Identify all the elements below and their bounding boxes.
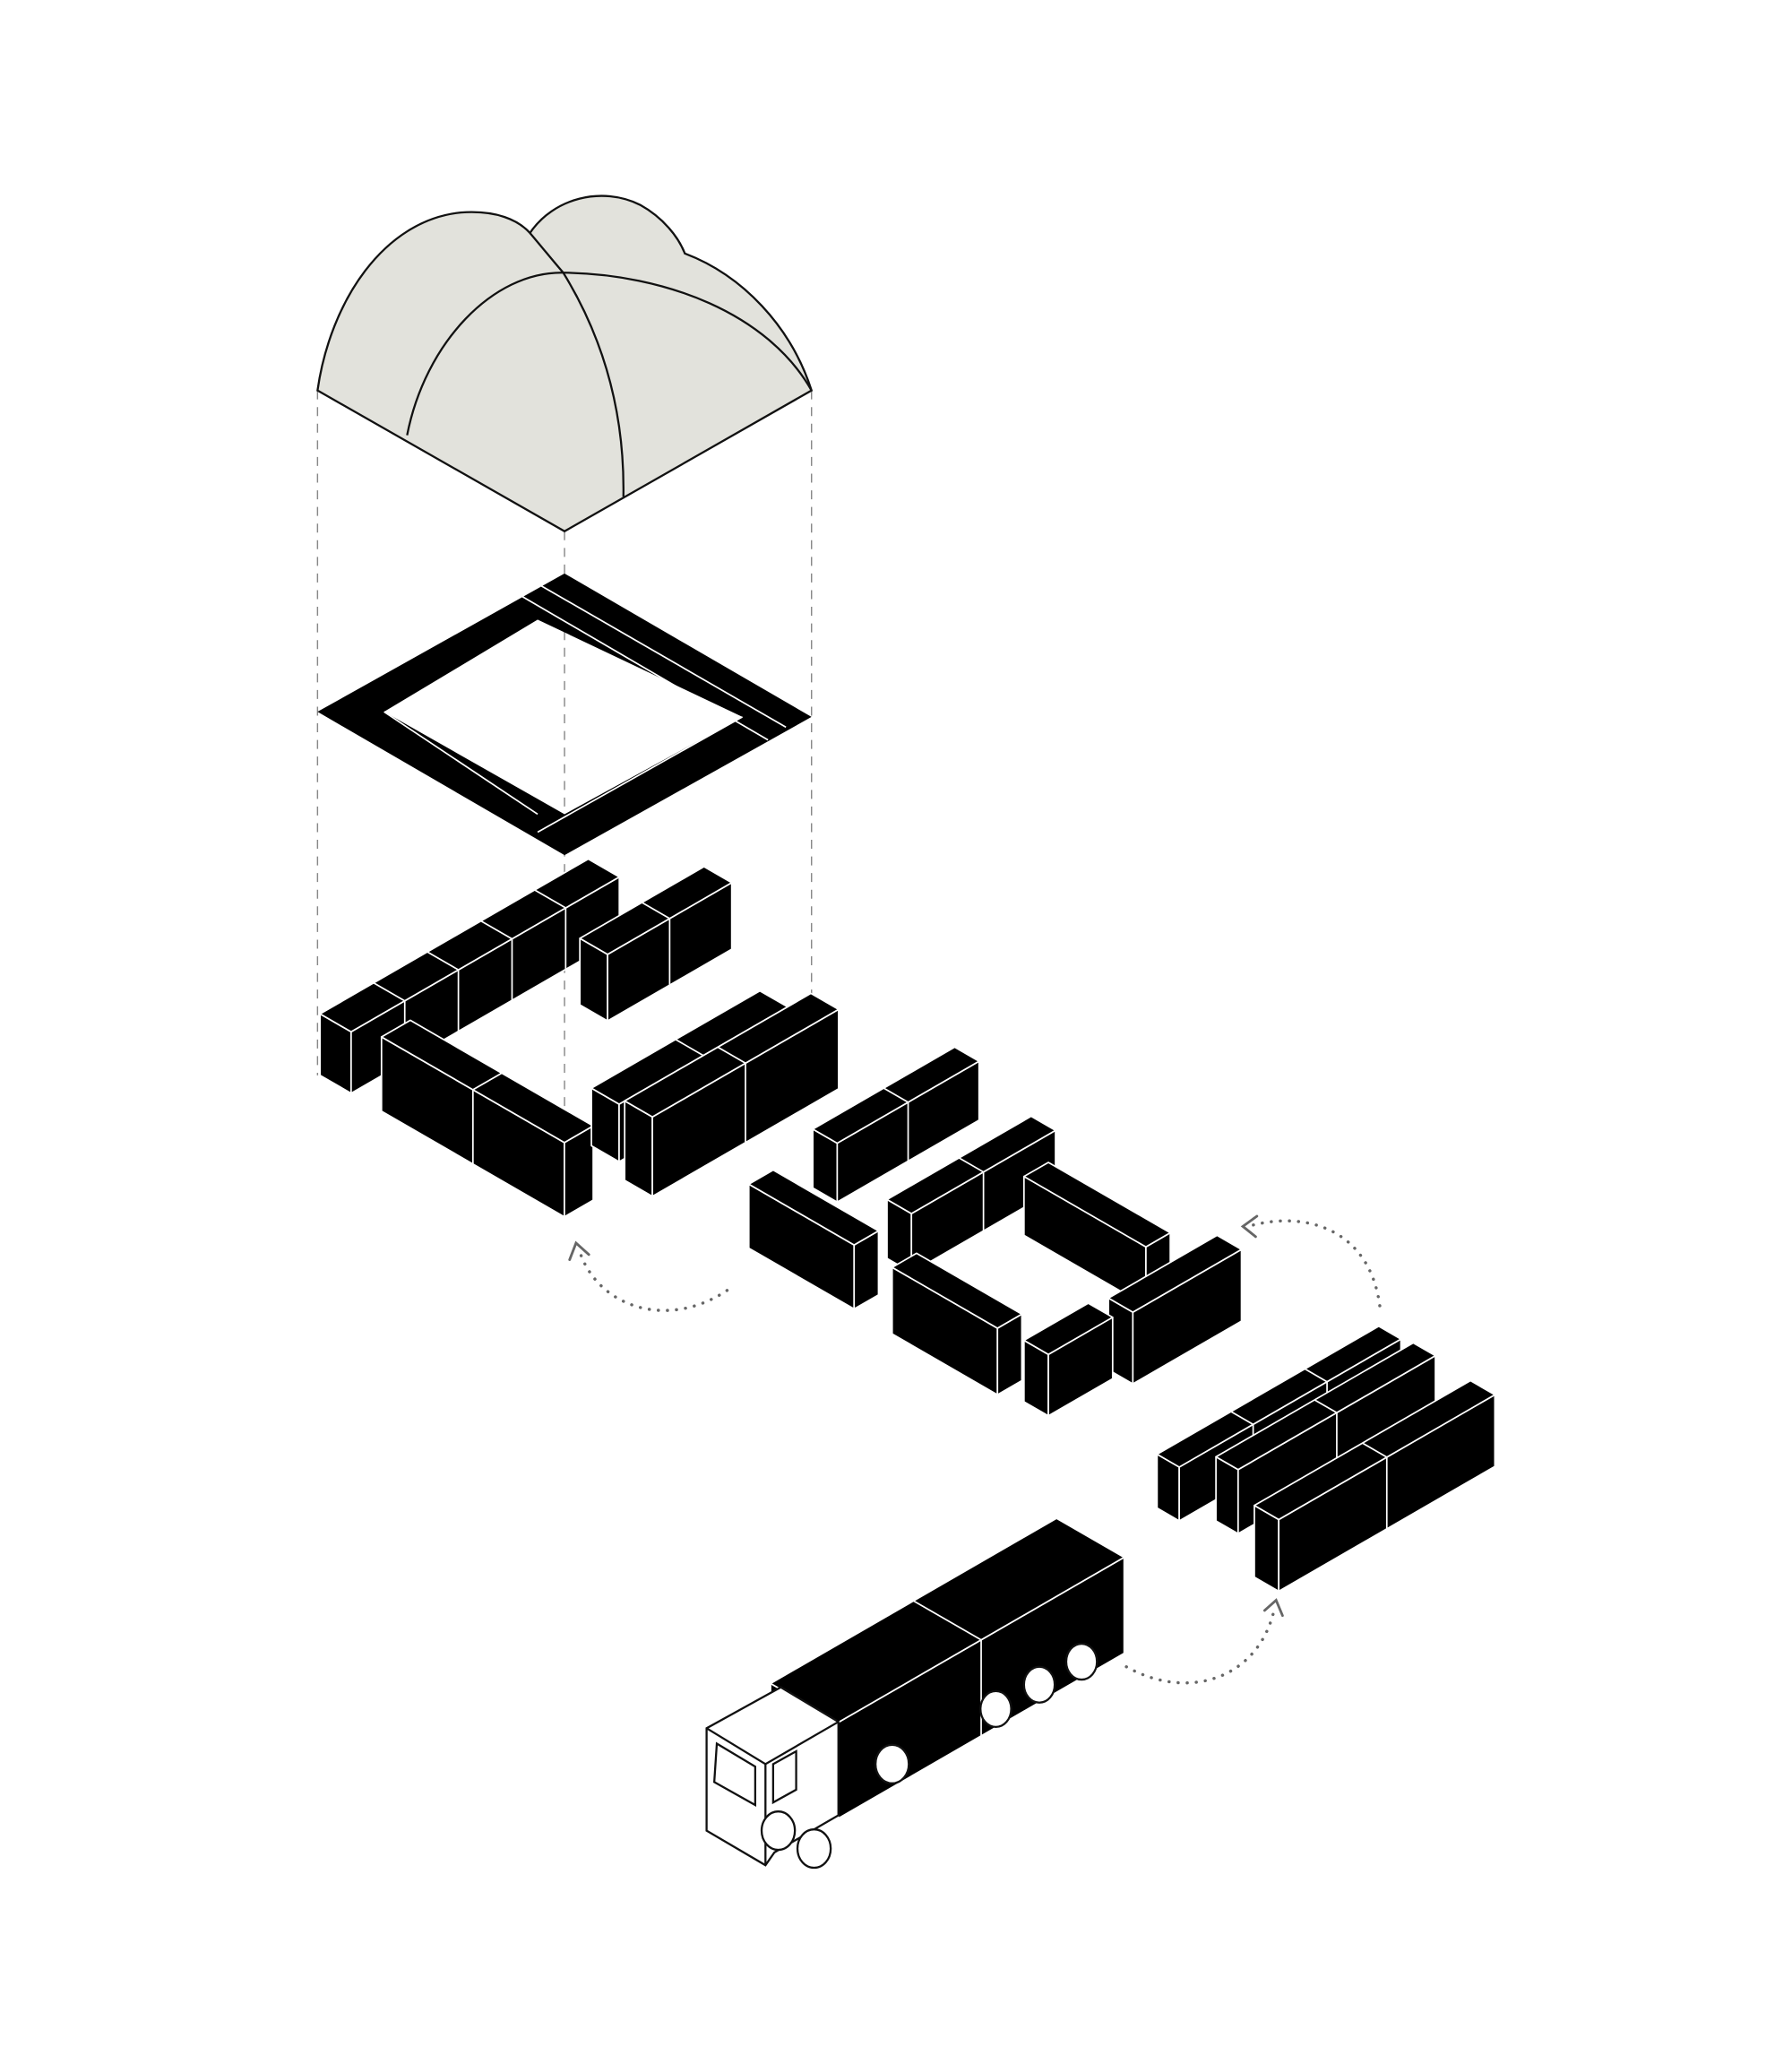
truck-wheels bbox=[760, 1642, 1098, 1870]
cabinet-back bbox=[579, 866, 733, 1023]
small-box bbox=[1022, 1302, 1114, 1417]
dotted-arrow-truck-to-stack bbox=[1124, 1598, 1284, 1685]
shelf-c bbox=[886, 1115, 1056, 1274]
dotted-arrow-stack-to-units bbox=[1240, 1214, 1382, 1308]
truck bbox=[705, 1642, 1098, 1870]
projection-guides bbox=[316, 390, 813, 1197]
sofa-front bbox=[380, 1019, 594, 1218]
dotted-arrow-units-to-room bbox=[568, 1240, 729, 1312]
roof-canopy bbox=[316, 194, 814, 533]
floor-frame bbox=[317, 573, 812, 856]
unit-d bbox=[891, 1252, 1023, 1396]
shelf-b bbox=[812, 1046, 980, 1204]
furniture-modules bbox=[319, 858, 1496, 1819]
stack-block-3 bbox=[1254, 1379, 1496, 1593]
cabinet-e bbox=[1022, 1162, 1171, 1307]
unit-f bbox=[1107, 1234, 1243, 1385]
sofa-right bbox=[624, 992, 840, 1197]
unit-a bbox=[747, 1169, 880, 1310]
